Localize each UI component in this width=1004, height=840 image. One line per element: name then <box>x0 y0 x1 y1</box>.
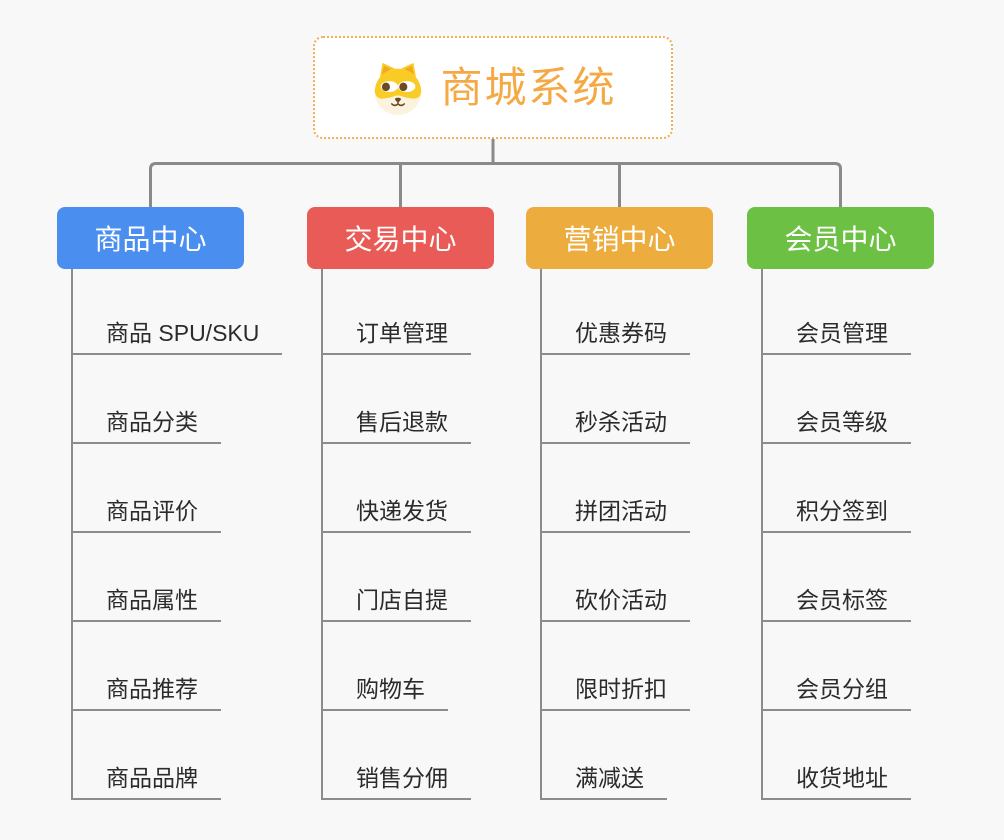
leaf-topic[interactable]: 秒杀活动 <box>540 407 690 444</box>
leaf-topic[interactable]: 商品评价 <box>71 496 221 533</box>
root-node[interactable]: 商城系统 <box>313 36 673 139</box>
leaf-topic[interactable]: 商品品牌 <box>71 763 221 800</box>
leaf-topic[interactable]: 收货地址 <box>761 763 911 800</box>
branch-node-marketing-center[interactable]: 营销中心 <box>526 207 713 269</box>
root-title: 商城系统 <box>440 63 617 111</box>
leaf-topic[interactable]: 商品 SPU/SKU <box>71 318 283 355</box>
branch-node-product-center[interactable]: 商品中心 <box>57 207 244 269</box>
branch-children-connector <box>71 269 73 800</box>
leaf-topic[interactable]: 限时折扣 <box>540 674 690 711</box>
branch-children-connector <box>540 269 542 800</box>
leaf-topic[interactable]: 积分签到 <box>761 496 911 533</box>
leaf-topic[interactable]: 门店自提 <box>321 585 471 622</box>
leaf-topic[interactable]: 售后退款 <box>321 407 471 444</box>
leaf-topic[interactable]: 会员管理 <box>761 318 911 355</box>
leaf-topic[interactable]: 商品推荐 <box>71 674 221 711</box>
leaf-topic[interactable]: 拼团活动 <box>540 496 690 533</box>
leaf-topic[interactable]: 销售分佣 <box>321 763 471 800</box>
branch-node-trade-center[interactable]: 交易中心 <box>307 207 494 269</box>
leaf-topic[interactable]: 商品属性 <box>71 585 221 622</box>
leaf-topic[interactable]: 会员分组 <box>761 674 911 711</box>
leaf-topic[interactable]: 购物车 <box>321 674 448 711</box>
leaf-topic[interactable]: 会员标签 <box>761 585 911 622</box>
leaf-topic[interactable]: 商品分类 <box>71 407 221 444</box>
leaf-topic[interactable]: 砍价活动 <box>540 585 690 622</box>
leaf-topic[interactable]: 订单管理 <box>321 318 471 355</box>
branch-node-member-center[interactable]: 会员中心 <box>747 207 934 269</box>
leaf-topic[interactable]: 满减送 <box>540 763 667 800</box>
leaf-topic[interactable]: 会员等级 <box>761 407 911 444</box>
branch-children-connector <box>761 269 763 800</box>
doge-icon <box>369 60 427 116</box>
leaf-topic[interactable]: 快递发货 <box>321 496 471 533</box>
leaf-topic[interactable]: 优惠券码 <box>540 318 690 355</box>
branch-children-connector <box>321 269 323 800</box>
